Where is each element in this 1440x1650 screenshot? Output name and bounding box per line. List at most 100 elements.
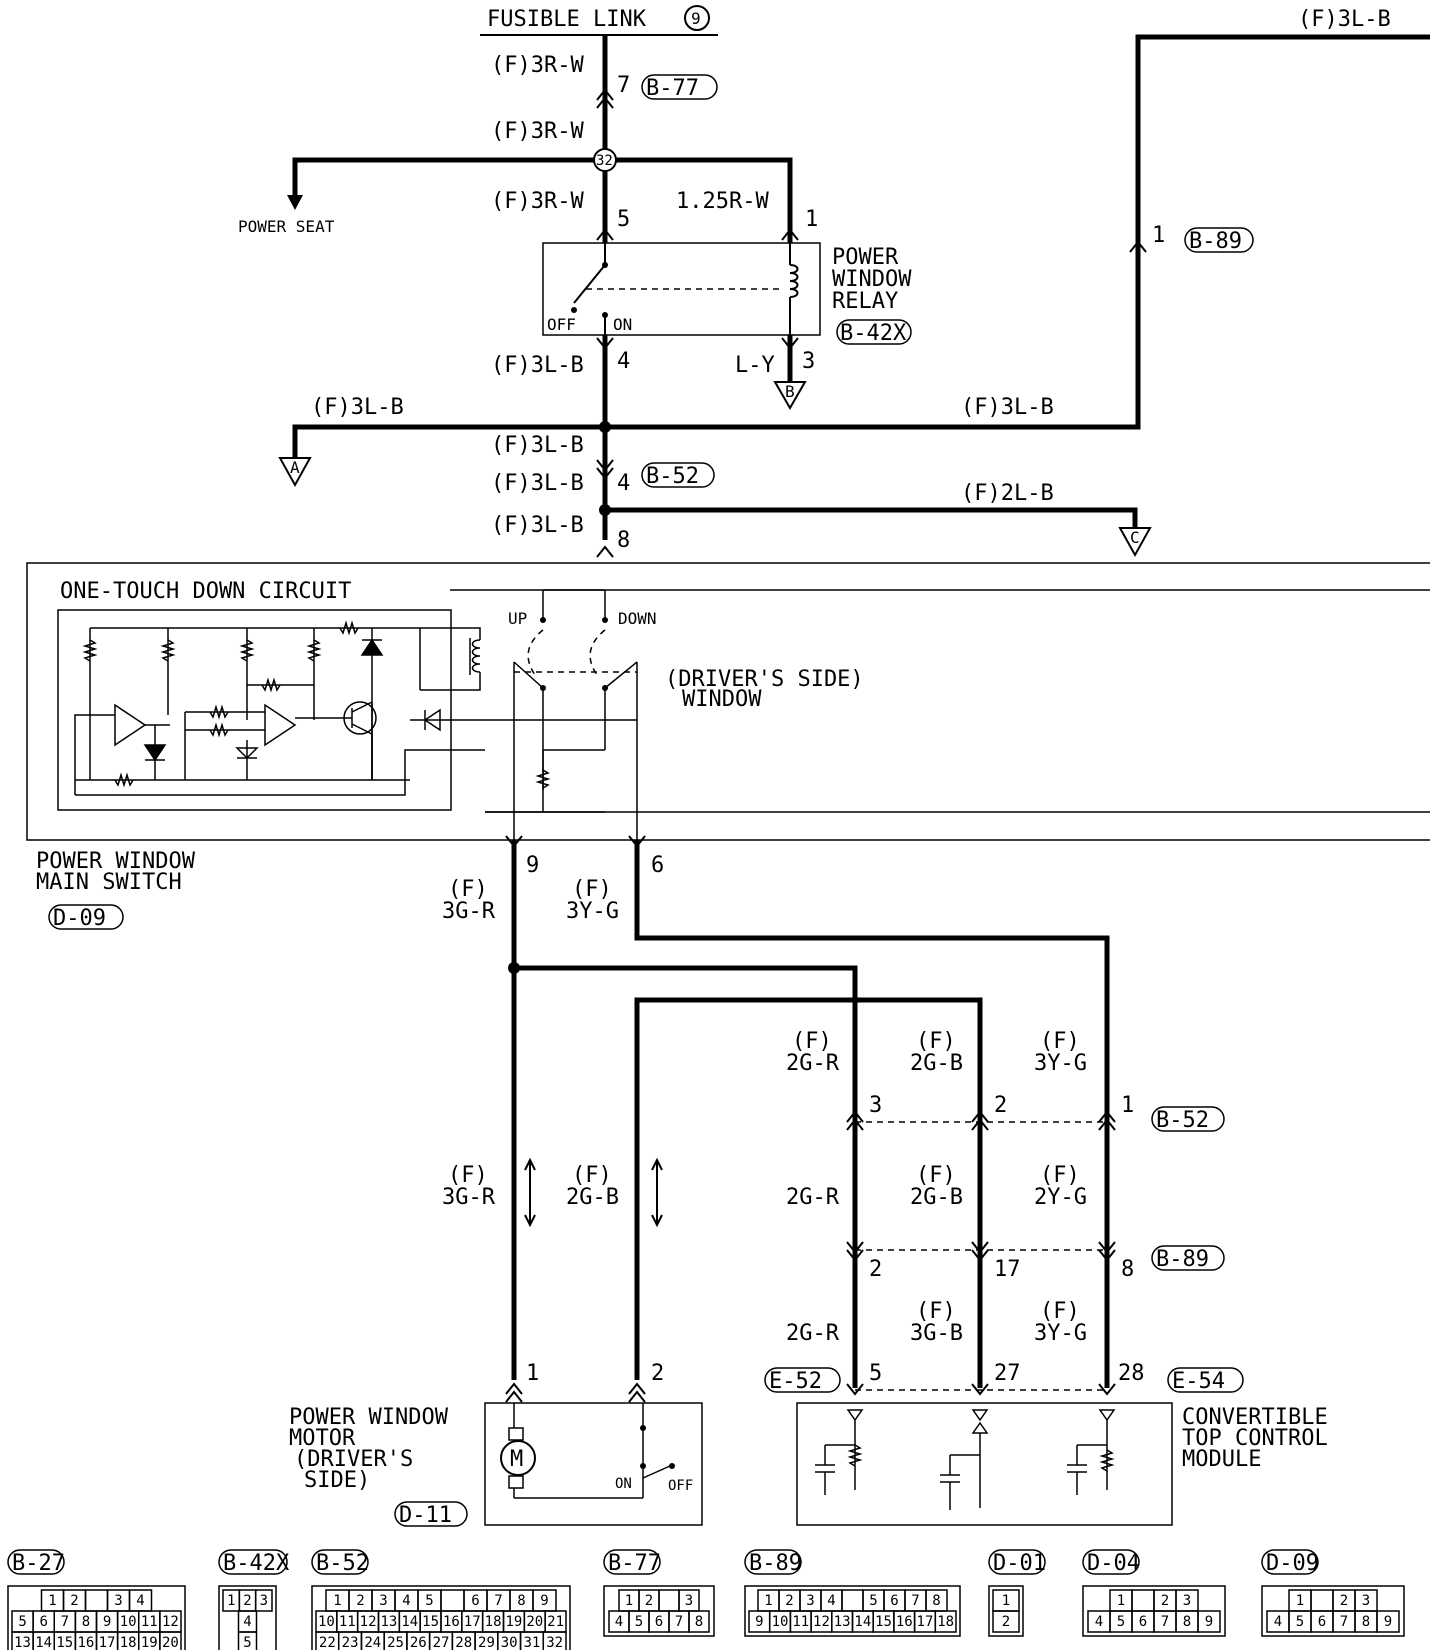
wire-label-ly: L-Y <box>735 353 775 378</box>
mid-label-3: 2Y-G <box>1034 1185 1087 1210</box>
connector-e52-badge <box>764 1367 841 1393</box>
wire-label-3rw-b: (F)3R-W <box>491 119 584 144</box>
pin-b28: 28 <box>1118 1361 1145 1386</box>
legend-pin-cell <box>841 1589 864 1612</box>
one-touch-circuit <box>74 620 485 796</box>
wire-label-3lb-e: (F)3L-B <box>491 471 584 496</box>
drivers-side-label-1: (DRIVER'S SIDE) <box>665 667 864 692</box>
connector-b42x-badge <box>836 319 912 345</box>
legend-pin-number: 10 <box>318 1614 335 1630</box>
mid-label-2-f: (F) <box>916 1163 956 1188</box>
legend-pin-number: 8 <box>932 1593 940 1609</box>
mid-label-3-f: (F) <box>1040 1163 1080 1188</box>
wire-3lb-left <box>292 424 605 458</box>
col-label-2: 2G-B <box>910 1051 963 1076</box>
legend-pin-number: 23 <box>342 1635 359 1650</box>
legend-pin-number: 26 <box>410 1635 427 1650</box>
legend-pin-number: 2 <box>785 1593 793 1609</box>
legend-pin-number: 20 <box>162 1635 179 1650</box>
legend-pin-cell <box>237 1631 258 1650</box>
pin-motor-1: 1 <box>526 1361 539 1386</box>
up-contact <box>540 617 546 623</box>
drivers-side-label-2: WINDOW <box>682 687 762 712</box>
legend-pin-number: 15 <box>875 1614 892 1630</box>
relay-label-1: POWER <box>832 245 899 270</box>
pin-7: 7 <box>617 73 630 98</box>
motor-off-label: OFF <box>668 1478 693 1494</box>
legend-pin-number: 3 <box>685 1593 693 1609</box>
connector-b52b: B-52 <box>1156 1108 1209 1133</box>
module-label-2: TOP CONTROL <box>1182 1426 1328 1451</box>
connector-b42x: B-42X <box>840 321 907 346</box>
legend-connector-id: B-89 <box>749 1551 802 1576</box>
connector-b89b-badge <box>1151 1245 1225 1271</box>
wire-label-3lb-d: (F)3L-B <box>491 433 584 458</box>
legend-connector-id: B-27 <box>12 1551 65 1576</box>
motor-contact-2 <box>640 1463 646 1469</box>
ground-b-triangle <box>773 381 807 411</box>
legend-pin-number: 1 <box>227 1593 235 1609</box>
pin-4-b52: 4 <box>617 471 630 496</box>
connector-e54: E-54 <box>1172 1369 1225 1394</box>
arrow-motor-1 <box>505 1382 523 1403</box>
legend-pin-number: 14 <box>401 1614 418 1630</box>
legend-pin-number: 17 <box>99 1635 116 1650</box>
legend-pin-number: 3 <box>114 1593 122 1609</box>
connector-e52: E-52 <box>769 1369 822 1394</box>
legend-pin-number: 7 <box>61 1614 69 1630</box>
legend-pin-number: 7 <box>1161 1614 1169 1630</box>
legend-connector-body <box>988 1585 1024 1637</box>
legend-connector-body <box>218 1585 277 1650</box>
legend-pin-number: 8 <box>1362 1614 1370 1630</box>
wire-label-2lb: (F)2L-B <box>961 481 1054 506</box>
pin-3-relay: 3 <box>802 349 815 374</box>
legend-connector-body <box>7 1585 186 1650</box>
wire-label-125rw: 1.25R-W <box>676 189 769 214</box>
ground-b-label: B <box>785 382 795 401</box>
connector-b89b: B-89 <box>1156 1247 1209 1272</box>
legend-pin-number: 18 <box>120 1635 137 1650</box>
legend-pin-number: 2 <box>356 1593 364 1609</box>
legend-badge <box>7 1549 65 1575</box>
motor-contact-1 <box>640 1425 646 1431</box>
legend-pin-number: 1 <box>625 1593 633 1609</box>
wire-label-3gr: 3G-R <box>442 899 496 924</box>
connector-b89-badge <box>1184 227 1254 253</box>
legend-badge <box>988 1549 1046 1575</box>
connector-d11: D-11 <box>399 1503 452 1528</box>
legend-pin-number: 12 <box>162 1614 179 1630</box>
col-label-1-f: (F) <box>792 1029 832 1054</box>
legend-pin-number: 5 <box>243 1635 251 1650</box>
legend-pin-cell <box>688 1610 710 1633</box>
wire-label-3gr-f: (F) <box>448 877 488 902</box>
module-internal <box>815 1409 1116 1510</box>
legend-connector-body <box>311 1585 571 1650</box>
wire-label-3lb-left: (F)3L-B <box>311 395 404 420</box>
legend-pin-number: 6 <box>471 1593 479 1609</box>
legend-pin-number: 16 <box>443 1614 460 1630</box>
connector-b77: B-77 <box>646 76 699 101</box>
legend-badge <box>218 1549 288 1575</box>
legend-pin-cell <box>1197 1610 1221 1633</box>
up-label: UP <box>508 609 527 628</box>
legend-pin-number: 16 <box>78 1635 95 1650</box>
legend-pin-number: 12 <box>360 1614 377 1630</box>
legend-pin-number: 7 <box>494 1593 502 1609</box>
b52-connector-arrows <box>846 1110 1116 1131</box>
wire-label-3gr2: 3G-R <box>442 1185 496 1210</box>
legend-pin-cell <box>1310 1589 1334 1612</box>
legend-pin-number: 17 <box>464 1614 481 1630</box>
legend-pin-number: 10 <box>120 1614 137 1630</box>
legend-pin-number: 2 <box>243 1593 251 1609</box>
connector-e54-badge <box>1167 1367 1244 1393</box>
motor-m: M <box>510 1447 523 1472</box>
connector-arrow-b52 <box>596 459 614 480</box>
legend-pin-cell <box>542 1631 567 1650</box>
wire-3yg <box>634 840 1110 1388</box>
legend-connector-id: B-77 <box>608 1551 661 1576</box>
legend-badge <box>1261 1549 1319 1575</box>
ground-c-label: C <box>1130 528 1140 547</box>
pin-motor-2: 2 <box>651 1361 664 1386</box>
wire-label-3yg-f: (F) <box>572 877 612 902</box>
